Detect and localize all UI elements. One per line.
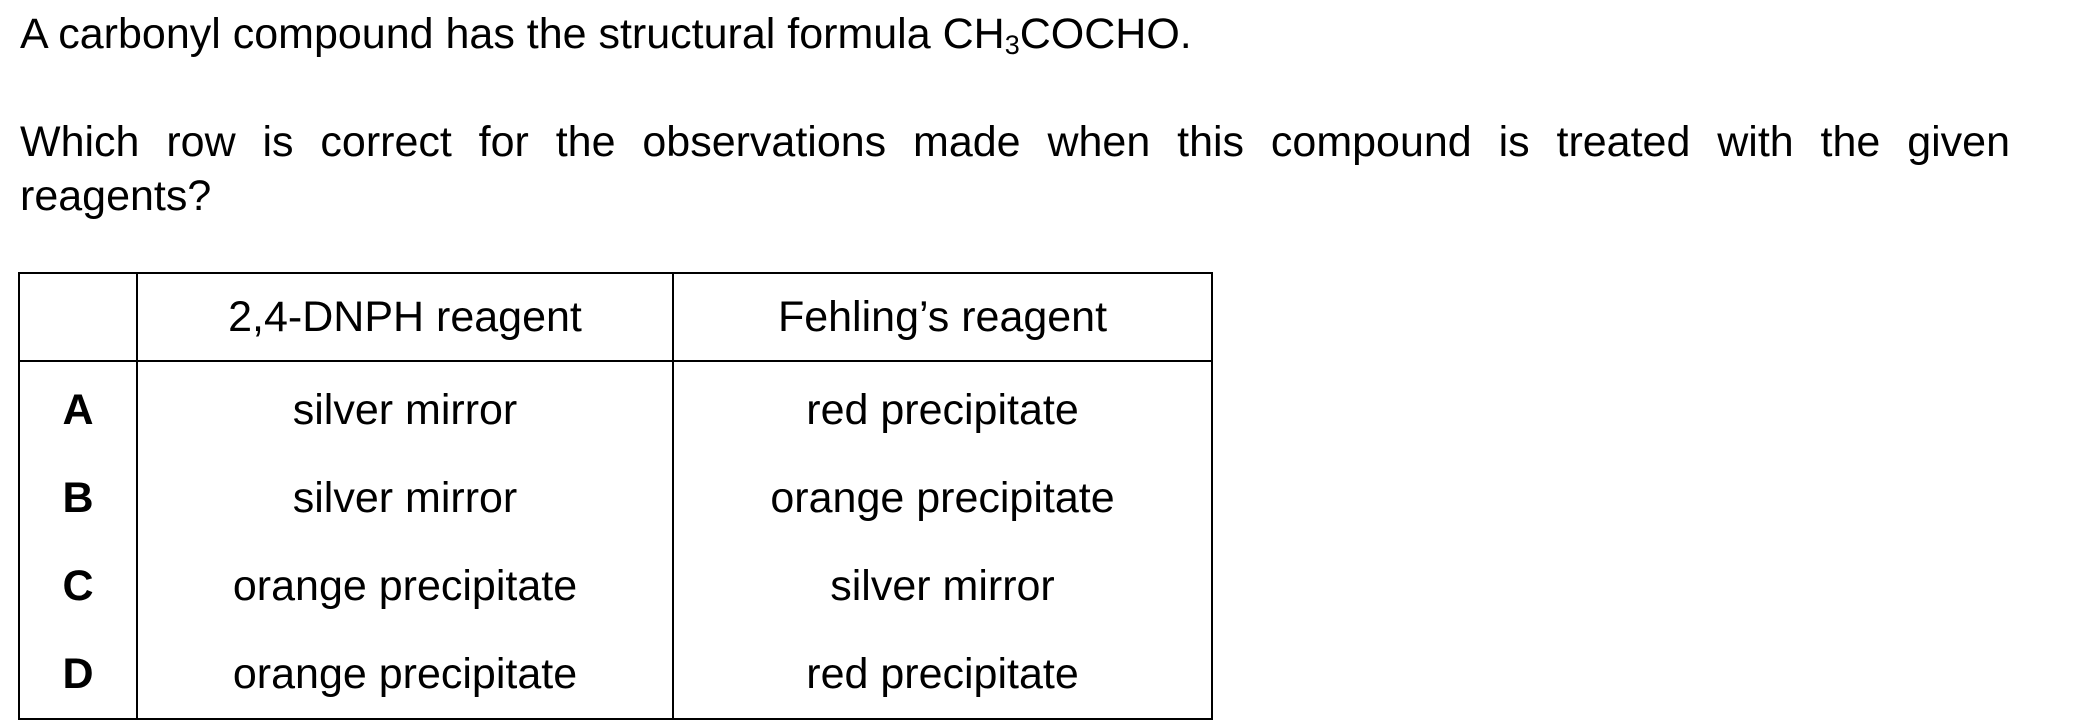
table-row: B silver mirror orange precipitate	[19, 454, 1212, 542]
option-letter: B	[19, 454, 138, 542]
table-row: D orange precipitate red precipitate	[19, 630, 1212, 719]
fehling-observation: red precipitate	[806, 385, 1079, 434]
header-letter	[19, 273, 138, 362]
intro-suffix: COCHO.	[1019, 10, 1192, 58]
options-table: 2,4-DNPH reagent Fehling’s reagent A sil…	[18, 272, 1213, 720]
option-letter: C	[19, 542, 138, 630]
table-header-row: 2,4-DNPH reagent Fehling’s reagent	[19, 273, 1212, 362]
dnph-observation: orange precipitate	[137, 542, 674, 630]
intro-prefix: A carbonyl compound has the structural f…	[20, 10, 1005, 58]
fehling-observation: red precipitate	[806, 649, 1079, 698]
fehling-observation: silver mirror	[830, 561, 1055, 610]
table-row: A silver mirror red precipitate	[19, 361, 1212, 454]
question-intro: A carbonyl compound has the structural f…	[20, 8, 1192, 60]
table-row: C orange precipitate silver mirror	[19, 542, 1212, 630]
option-letter: D	[19, 630, 138, 719]
fehling-observation: orange precipitate	[770, 473, 1115, 522]
dnph-observation: orange precipitate	[137, 630, 674, 719]
question-prompt-line-2: reagents?	[20, 172, 212, 220]
option-letter: A	[19, 361, 138, 454]
dnph-observation: silver mirror	[137, 454, 674, 542]
header-dnph: 2,4-DNPH reagent	[137, 273, 674, 362]
question-prompt-line-1: Which row is correct for the observation…	[20, 118, 2010, 166]
header-fehling: Fehling’s reagent	[673, 273, 1212, 362]
formula-subscript: 3	[1004, 30, 1020, 60]
dnph-observation: silver mirror	[137, 361, 674, 454]
